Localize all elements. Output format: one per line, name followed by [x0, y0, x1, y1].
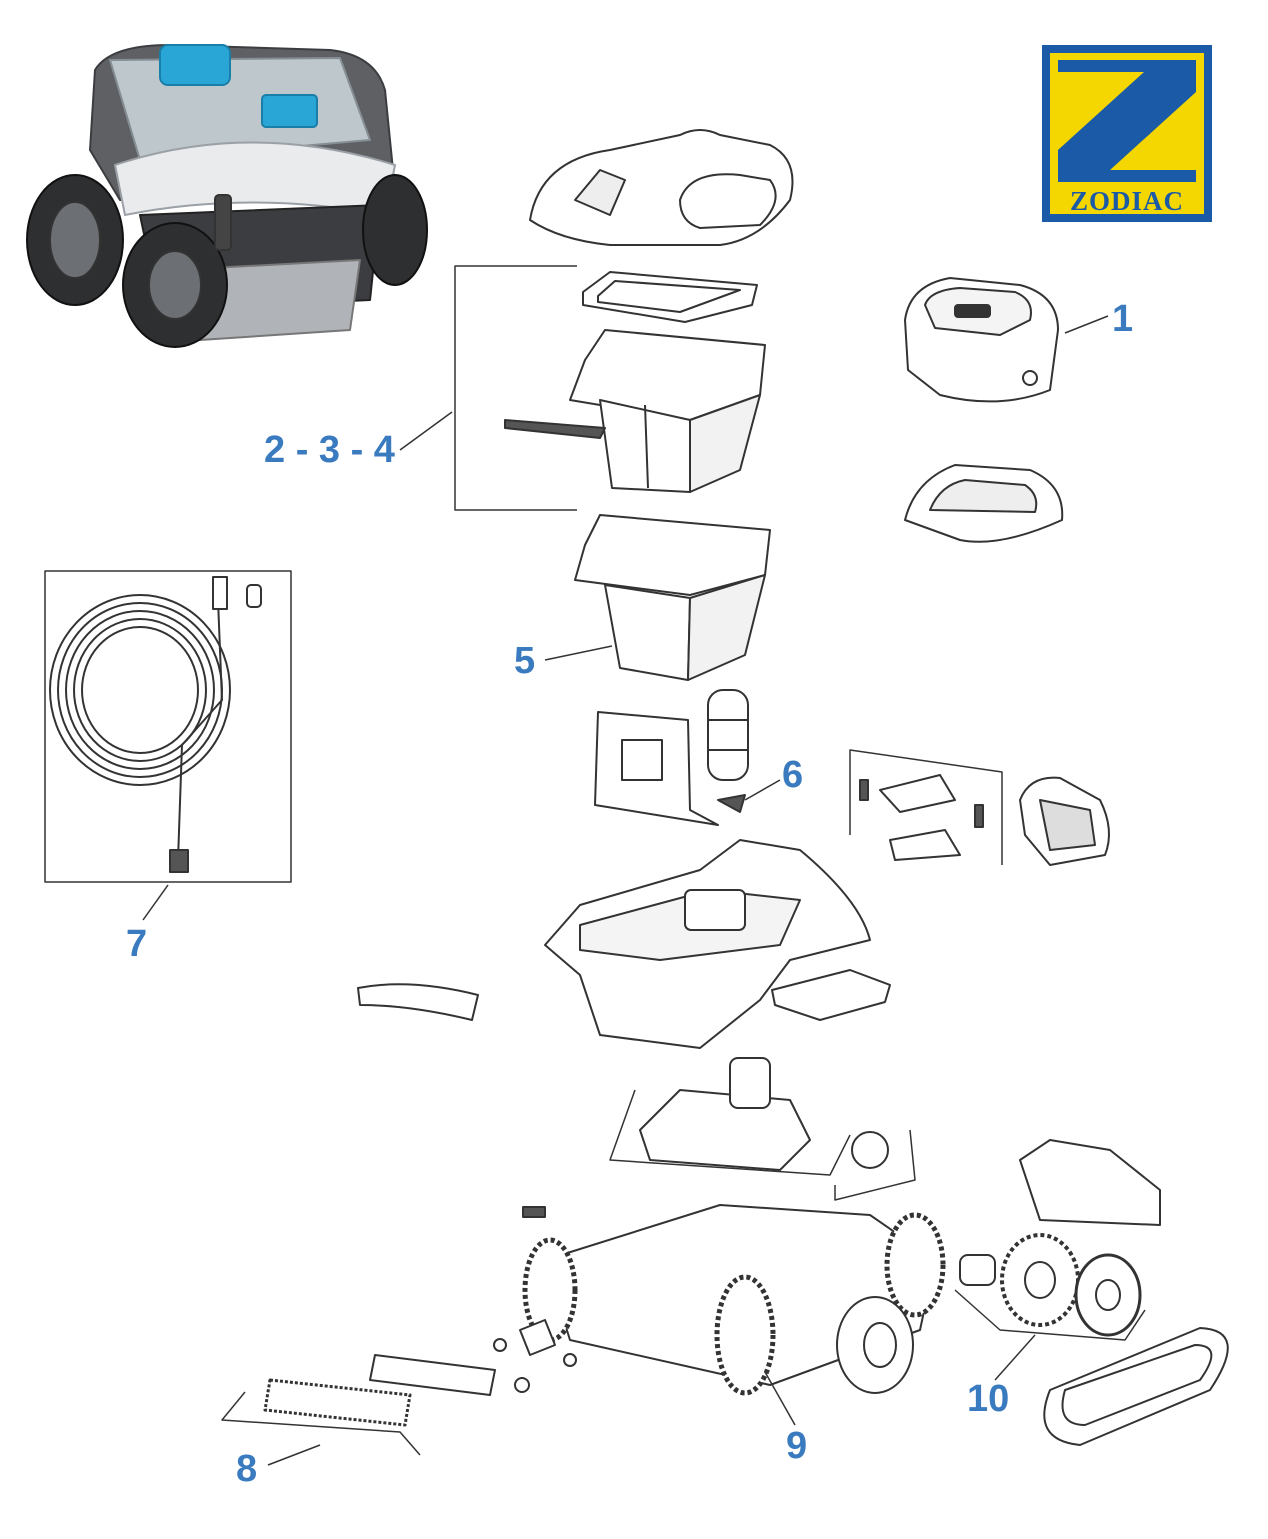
- leader-8: [267, 1444, 321, 1466]
- callout-1: 1: [1112, 298, 1134, 340]
- impeller-and-grille: [594, 689, 749, 826]
- callout-2-3-4: 2 - 3 - 4: [264, 429, 395, 471]
- control-unit-stand: [904, 464, 1064, 543]
- motor-block-assembly: [609, 1057, 916, 1201]
- side-clips-set: [849, 749, 1003, 865]
- leader-5: [544, 645, 613, 661]
- bracket-2-3-4: [454, 265, 577, 511]
- brush-roller-set: [221, 1319, 577, 1456]
- zodiac-logo-text: ZODIAC: [1069, 186, 1184, 216]
- leader-10: [994, 1334, 1036, 1381]
- zodiac-logo: [1042, 45, 1212, 222]
- robot-product-image: [26, 44, 428, 348]
- filter-lid: [582, 271, 758, 323]
- callout-9: 9: [786, 1425, 808, 1467]
- side-grille: [1019, 776, 1110, 866]
- callout-7: 7: [126, 923, 148, 965]
- floating-cable-assembly: [44, 570, 292, 883]
- front-handle: [357, 983, 479, 1021]
- leader-1: [1064, 315, 1109, 334]
- leader-2-3-4: [399, 411, 453, 451]
- leader-9: [764, 1371, 796, 1426]
- robot-body-housing: [544, 839, 871, 1049]
- support-bracket: [771, 969, 891, 1021]
- leader-7: [142, 884, 169, 921]
- chassis-with-tracks: [522, 1204, 946, 1396]
- filter-basket-housing: [574, 514, 771, 681]
- callout-5: 5: [514, 640, 536, 682]
- callout-8: 8: [236, 1448, 258, 1490]
- callout-6: 6: [782, 754, 804, 796]
- top-cover: [529, 129, 794, 246]
- power-supply-control-unit: [904, 277, 1059, 403]
- wheels-and-tracks-kit: [954, 1139, 1229, 1446]
- leader-6: [744, 779, 781, 801]
- filter-basket: [504, 329, 766, 493]
- callout-10: 10: [967, 1378, 1010, 1420]
